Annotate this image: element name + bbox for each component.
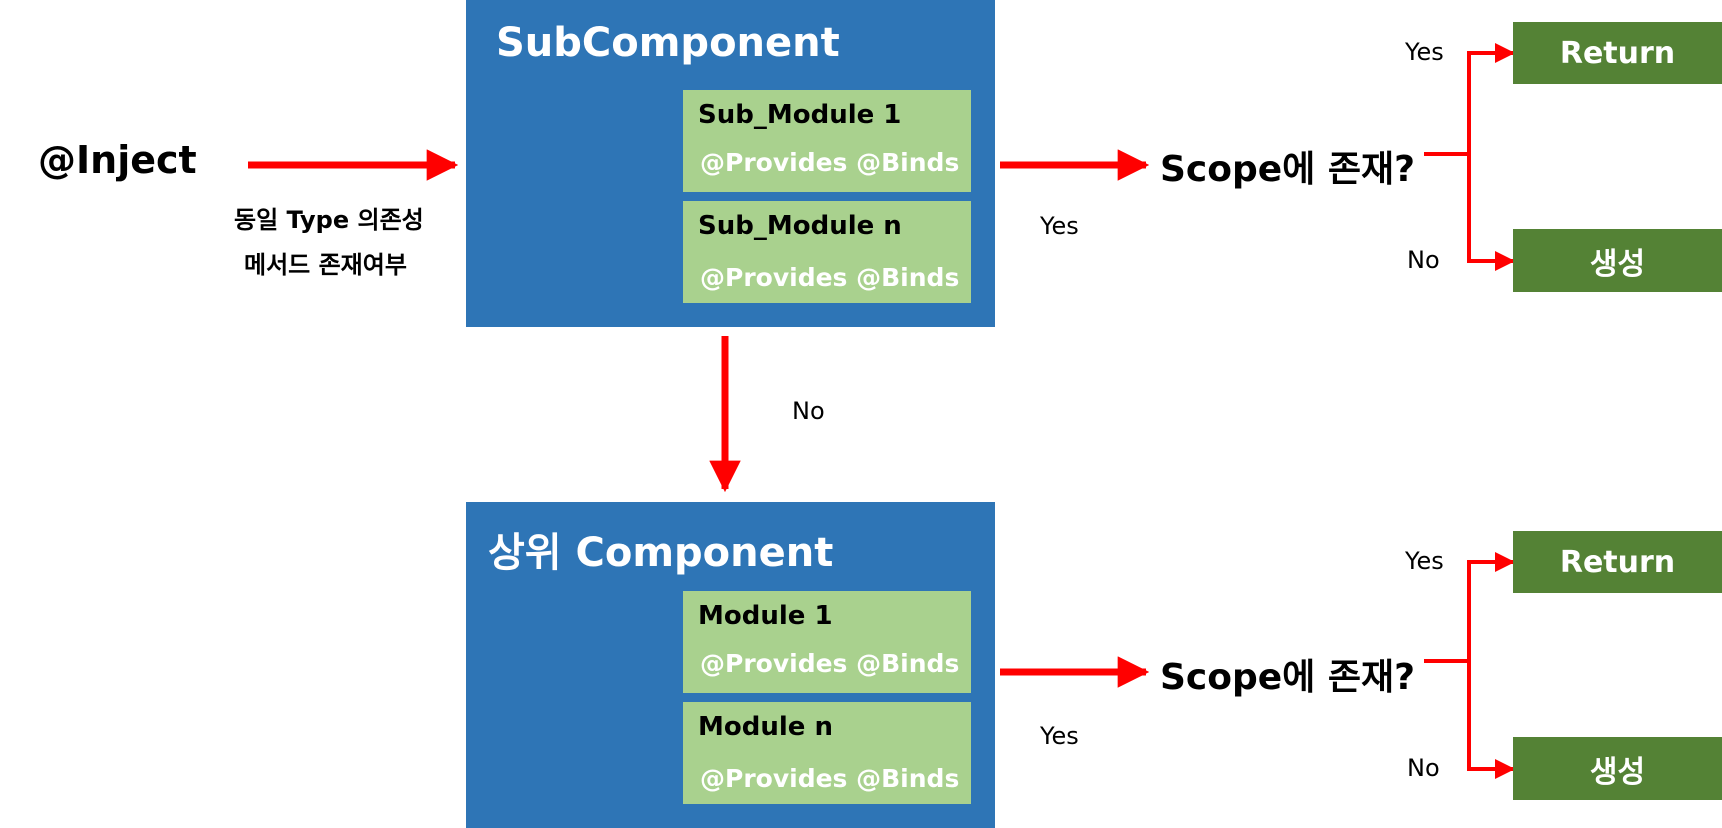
result-return-bottom: Return — [1513, 531, 1722, 593]
label-yes-bottom: Yes — [1405, 547, 1444, 575]
parent-component-title: 상위 Component — [488, 530, 834, 576]
sub-module-n: Sub_Module n @Provides @Binds — [683, 201, 971, 303]
module-annotations: @Provides @Binds — [700, 649, 960, 678]
scope-check-bottom: Scope에 존재? — [1160, 657, 1415, 698]
module-annotations: @Provides @Binds — [700, 263, 960, 292]
parent-component-box: 상위 Component Module 1 @Provides @Binds M… — [466, 502, 995, 828]
module-1: Module 1 @Provides @Binds — [683, 591, 971, 693]
label-yes-parent: Yes — [1040, 722, 1079, 750]
label-yes-sub: Yes — [1040, 212, 1079, 240]
label-no-bottom: No — [1407, 754, 1440, 782]
label-no-to-parent: No — [792, 397, 825, 425]
module-annotations: @Provides @Binds — [700, 764, 960, 793]
module-annotations: @Provides @Binds — [700, 148, 960, 177]
scope-check-top: Scope에 존재? — [1160, 149, 1415, 190]
label-no-top: No — [1407, 246, 1440, 274]
branch-connector-top — [1424, 52, 1471, 262]
module-name: Module n — [698, 712, 833, 742]
module-n: Module n @Provides @Binds — [683, 702, 971, 804]
sub-module-1: Sub_Module 1 @Provides @Binds — [683, 90, 971, 192]
branch-connector-bottom — [1424, 561, 1471, 770]
module-name: Module 1 — [698, 601, 833, 631]
edge-label-line1: 동일 Type 의존성 — [234, 206, 424, 234]
result-create-bottom: 생성 — [1513, 737, 1722, 800]
edge-label-line2: 메서드 존재여부 — [244, 251, 407, 279]
module-name: Sub_Module 1 — [698, 100, 902, 130]
subcomponent-box: SubComponent Sub_Module 1 @Provides @Bin… — [466, 0, 995, 327]
label-yes-top: Yes — [1405, 38, 1444, 66]
module-name: Sub_Module n — [698, 211, 902, 241]
subcomponent-title: SubComponent — [496, 20, 840, 66]
result-return-top: Return — [1513, 22, 1722, 84]
inject-label: @Inject — [38, 138, 197, 182]
result-create-top: 생성 — [1513, 229, 1722, 292]
